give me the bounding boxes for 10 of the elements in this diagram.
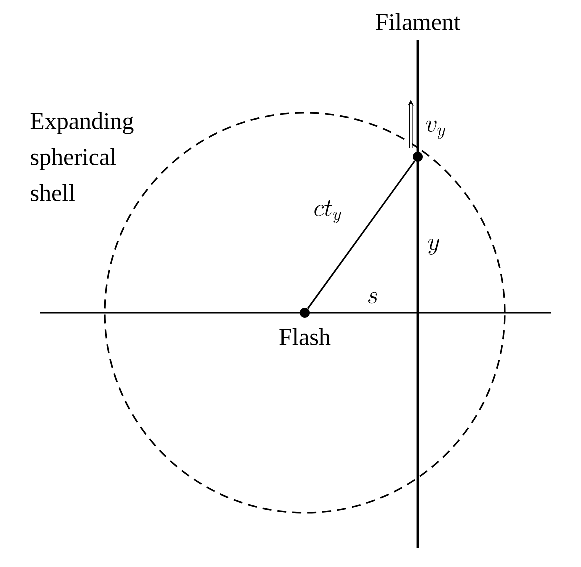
point-label: Flash — [280, 328, 331, 346]
velocity-label: $v_y$ — [426, 120, 446, 140]
title-label: Filament — [376, 14, 461, 30]
point-dot — [413, 152, 423, 162]
point-dot — [300, 308, 310, 318]
edge-label: $ct_y$ — [314, 200, 342, 224]
distance-label: $s$ — [368, 292, 378, 304]
radius-line — [307, 160, 416, 310]
shell-label: Expanding spherical shell — [30, 112, 134, 202]
distance-label: $y$ — [428, 238, 440, 255]
